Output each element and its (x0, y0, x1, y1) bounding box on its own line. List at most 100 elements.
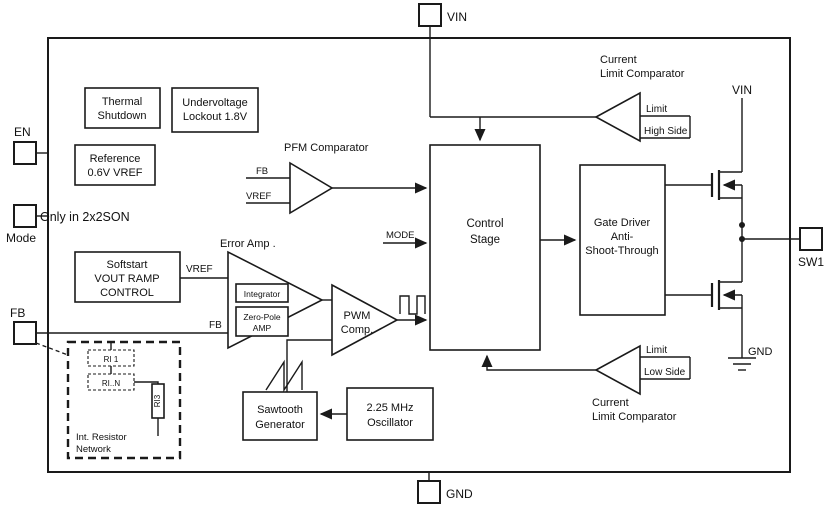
error-amplifier: Error Amp . VREF FB Integrator Zero-Pole… (180, 238, 332, 350)
control-stage-label-2: Stage (470, 234, 500, 246)
softstart-label-1: Softstart (107, 259, 148, 271)
sw-junction-dot-1 (739, 222, 745, 228)
sw1-pin-label: SW1 (798, 255, 824, 269)
uvlo-block: Undervoltage Lockout 1.8V (171, 87, 259, 133)
resistor-label: RI3 (153, 394, 162, 407)
fb-pin-label: FB (10, 306, 25, 320)
pwm-label-2: Comp. (341, 324, 373, 336)
uvlo-label-1: Undervoltage (182, 97, 247, 109)
current-limit-comparator-high: Current Limit Comparator Limit High Side (594, 54, 691, 143)
pin-sw1: SW1 (742, 227, 824, 269)
thermal-shutdown-label-1: Thermal (102, 96, 142, 108)
control-stage-box (429, 144, 541, 351)
low-side-mosfet-icon (710, 280, 743, 358)
only-in-2x2son-note: Only in 2x2SON (40, 210, 130, 224)
wire-fb-to-network-dashed (35, 342, 69, 356)
gate-driver-label-2: Anti- (611, 231, 634, 243)
sawtooth-wave-icon (265, 359, 303, 393)
network-title-1: Int. Resistor (76, 432, 127, 443)
integrator-box (235, 283, 289, 303)
control-stage-label-1: Control (466, 218, 503, 230)
reference-label-1: Reference (90, 153, 141, 165)
softstart-label-2: VOUT RAMP (94, 273, 159, 285)
pwm-comparator: PWM Comp. (331, 283, 428, 357)
thermal-shutdown-block: Thermal Shutdown (84, 87, 161, 129)
softstart-label-3: CONTROL (100, 287, 154, 299)
cl-top-side-label: High Side (644, 126, 688, 137)
pin-en: EN (13, 125, 48, 165)
reference-label-2: 0.6V VREF (87, 167, 142, 179)
error-amp-fb-label: FB (209, 320, 222, 331)
mode-pin-label: Mode (6, 231, 36, 245)
current-limit-comparator-low: Limit Low Side Current Limit Comparator (481, 344, 691, 423)
error-amp-vref-label: VREF (186, 264, 213, 275)
pin-gnd-bottom: GND (417, 472, 473, 504)
pin-mode: Mode (6, 204, 48, 245)
softstart-block: Softstart VOUT RAMP CONTROL (74, 251, 181, 303)
zero-pole-label-1: Zero-Pole (243, 312, 281, 322)
integrator-label: Integrator (244, 289, 281, 299)
cl-bottom-title-1: Current (592, 397, 629, 409)
oscillator-label-2: Oscillator (367, 417, 413, 429)
cl-top-limit-label: Limit (646, 104, 667, 115)
rin-box (87, 373, 135, 391)
pfm-comparator-title: PFM Comparator (284, 142, 369, 154)
pin-vin-top: VIN (418, 3, 467, 117)
pfm-comparator: PFM Comparator FB VREF (246, 142, 428, 215)
error-amp-title: Error Amp . (220, 238, 276, 250)
zero-pole-label-2: AMP (253, 323, 272, 333)
uvlo-box (171, 87, 259, 133)
wire-sawtooth-to-pwm (286, 339, 332, 392)
sawtooth-label-1: Sawtooth (257, 404, 303, 416)
cl-bottom-side-label: Low Side (644, 367, 686, 378)
ri1-label: RI 1 (104, 355, 119, 364)
oscillator-box (346, 387, 434, 441)
cl-top-title-2: Limit Comparator (600, 68, 685, 80)
gate-driver-label-3: Shoot-Through (585, 245, 658, 257)
control-stage-block: MODE Control Stage (383, 116, 596, 351)
en-pin-label: EN (14, 125, 31, 139)
vin-rail-label: VIN (732, 83, 752, 97)
pin-fb: FB (10, 306, 228, 356)
cl-bottom-triangle-icon (594, 344, 641, 396)
reference-block: Reference 0.6V VREF (74, 144, 156, 186)
pwm-label-1: PWM (344, 310, 371, 322)
cl-bottom-limit-label: Limit (646, 345, 667, 356)
chip-outline (47, 37, 791, 473)
fb-pin-pad (13, 321, 37, 345)
network-title-2: Network (76, 444, 111, 455)
gate-driver-block: Gate Driver Anti- Shoot-Through (579, 164, 712, 316)
pfm-fb-input-label: FB (256, 166, 268, 177)
wire-cl-bottom-to-control (481, 354, 596, 371)
pfm-vref-input-label: VREF (246, 191, 272, 202)
gnd-pin-label: GND (446, 487, 473, 501)
gnd-pin-pad (417, 480, 441, 504)
uvlo-label-2: Lockout 1.8V (183, 111, 248, 123)
sawtooth-generator-block: Sawtooth Generator (242, 339, 332, 441)
oscillator-block: 2.25 MHz Oscillator (319, 387, 434, 441)
oscillator-label-1: 2.25 MHz (366, 402, 413, 414)
power-stage: VIN GND (710, 83, 773, 371)
thermal-shutdown-box (84, 87, 161, 129)
vin-pin-pad (418, 3, 442, 27)
cl-bottom-title-2: Limit Comparator (592, 411, 677, 423)
pwm-comparator-triangle-icon (331, 283, 399, 357)
pfm-comparator-triangle-icon (289, 161, 334, 215)
gnd-symbol-icon (728, 357, 756, 371)
cl-top-triangle-icon (594, 91, 641, 143)
internal-resistor-network: RI 1 RI..N RI3 Int. Resistor Network (66, 340, 182, 460)
sawtooth-generator-box (242, 391, 318, 441)
square-wave-icon (399, 295, 426, 315)
sawtooth-label-2: Generator (255, 419, 305, 431)
cl-top-title-1: Current (600, 54, 637, 66)
rin-label: RI..N (102, 379, 120, 388)
gate-driver-box (579, 164, 666, 316)
thermal-shutdown-label-2: Shutdown (98, 110, 147, 122)
vin-pin-label: VIN (447, 10, 467, 24)
sw1-pin-pad (799, 227, 823, 251)
gate-driver-label-1: Gate Driver (594, 217, 651, 229)
mode-pin-pad (13, 204, 37, 228)
zero-pole-amp-box (235, 306, 289, 337)
